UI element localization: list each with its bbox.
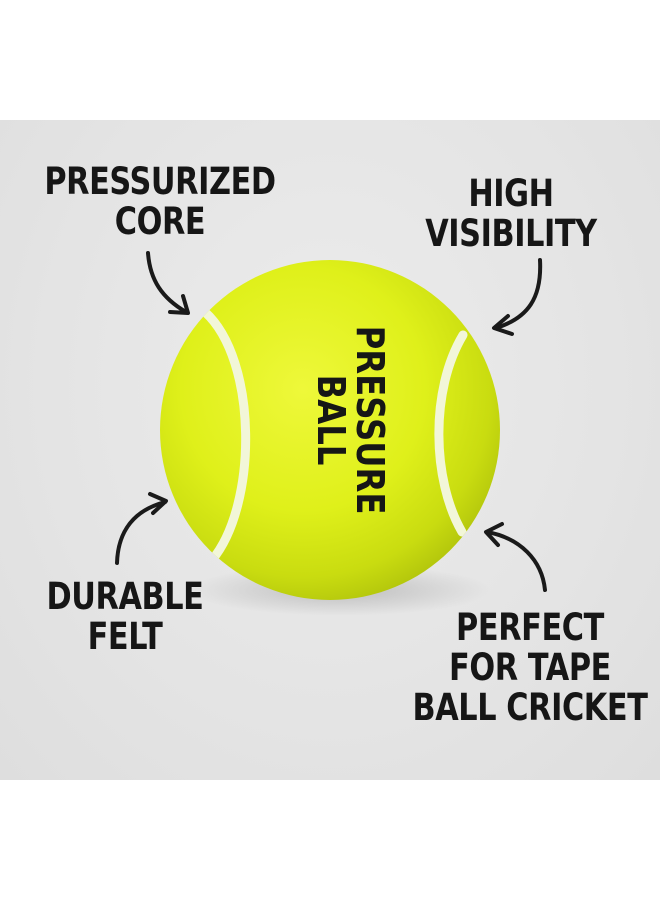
- callout-cricket-line-2: FOR TAPE: [449, 646, 611, 689]
- callout-high-visibility: HIGH VISIBILITY: [384, 174, 638, 254]
- callout-arrows: [115, 251, 547, 592]
- callout-cricket-line-1: PERFECT: [456, 606, 604, 649]
- ball-print-line-2: BALL: [308, 375, 352, 466]
- callout-visibility-line-2: VISIBILITY: [425, 212, 597, 255]
- tennis-ball: PRESSURE BALL: [160, 260, 500, 616]
- arrow-felt: [115, 492, 168, 565]
- callout-cricket-line-3: BALL CRICKET: [412, 686, 648, 729]
- arrow-cricket: [484, 522, 547, 592]
- callout-felt-line-2: FELT: [87, 615, 163, 658]
- callout-tape-ball-cricket: PERFECT FOR TAPE BALL CRICKET: [387, 608, 660, 728]
- arrow-visibility: [492, 258, 543, 336]
- callout-core-line-2: CORE: [114, 200, 206, 243]
- ball-print-line-1: PRESSURE: [347, 326, 391, 515]
- arrow-core: [146, 251, 190, 315]
- callout-core-line-1: PRESSURIZED: [44, 160, 276, 203]
- callout-pressurized-core: PRESSURIZED CORE: [0, 162, 332, 242]
- callout-felt-line-1: DURABLE: [46, 575, 204, 618]
- callout-visibility-line-1: HIGH: [468, 172, 554, 215]
- ball-seam-left: [200, 307, 251, 565]
- callout-durable-felt: DURABLE FELT: [10, 577, 240, 657]
- product-panel: PRESSURE BALL: [0, 120, 660, 780]
- ball-seam-right: [434, 330, 468, 537]
- ball-felt: [160, 260, 500, 600]
